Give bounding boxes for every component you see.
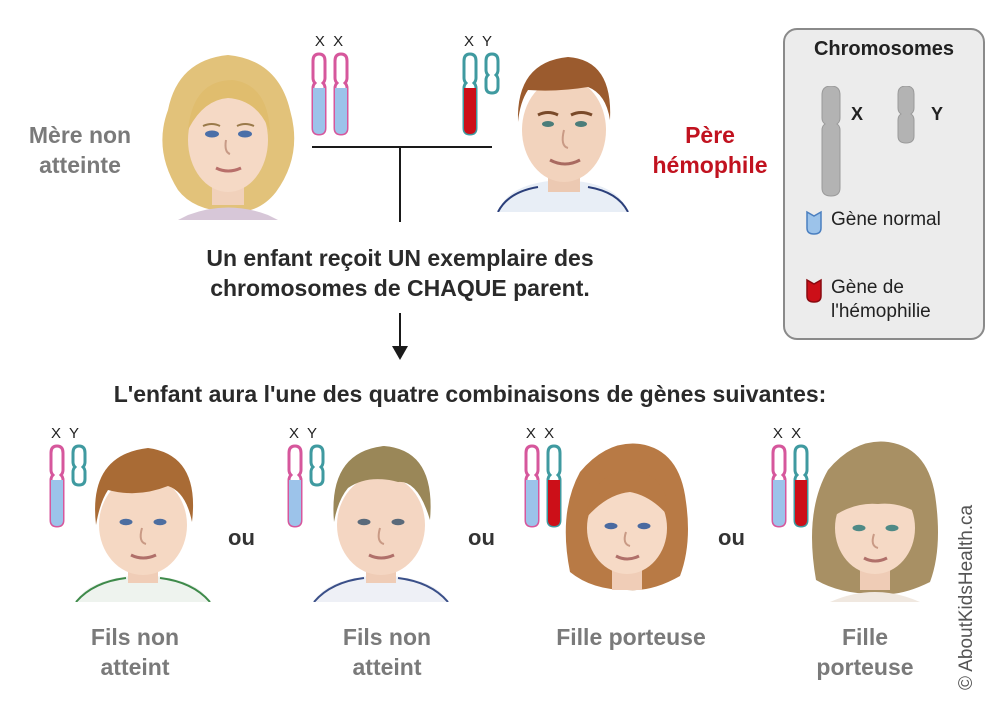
father-chromosome-tag: X Y	[464, 33, 494, 50]
child1-label: Fils non atteint	[90, 624, 180, 680]
father-portrait	[497, 57, 629, 212]
chromosome-legend: Chromosomes X Y Gène normal Gène de l'hé…	[783, 28, 985, 340]
child1-chromosomes	[49, 444, 87, 528]
child2-label: Fils non atteint	[342, 624, 432, 680]
father-chromosomes	[462, 52, 500, 136]
child3-chromosome-tag: X X	[525, 425, 557, 442]
copyright-text: © AboutKidsHealth.ca	[956, 504, 977, 690]
legend-normal-gene-text: Gène normal	[831, 209, 941, 230]
child2-chromosome-tag: X Y	[289, 425, 319, 442]
child3-portrait	[565, 443, 688, 591]
hemophilia-gene-swatch-icon	[806, 278, 822, 303]
separator-or-1: ou	[228, 525, 255, 550]
father-label: Père hémophile	[652, 122, 768, 178]
separator-or-3: ou	[718, 525, 745, 550]
child4-chromosomes	[771, 444, 809, 528]
legend-y-chromosome	[897, 86, 915, 144]
mother-portrait	[162, 55, 295, 220]
combinations-heading: L'enfant aura l'une des quatre combinais…	[113, 381, 827, 407]
child2-portrait	[313, 446, 449, 602]
legend-y-label: Y	[931, 104, 944, 124]
inheritance-text: Un enfant reçoit UN exemplaire des chrom…	[206, 245, 594, 301]
legend-x-chromosome	[821, 86, 841, 197]
legend-title: Chromosomes	[813, 38, 955, 60]
normal-gene-swatch-icon	[806, 210, 822, 235]
child4-portrait	[812, 441, 938, 602]
child4-label: Fille porteuse	[816, 624, 914, 680]
legend-hemophilia-gene-text: Gène de l'hémophilie	[831, 277, 931, 322]
child3-chromosomes	[524, 444, 562, 528]
mother-label: Mère non atteinte	[28, 122, 132, 178]
mother-chromosomes	[311, 52, 349, 136]
legend-x-label: X	[851, 104, 864, 124]
separator-or-2: ou	[468, 525, 495, 550]
child1-portrait	[75, 448, 211, 602]
mother-chromosome-tag: X X	[314, 33, 346, 50]
child4-chromosome-tag: X X	[772, 425, 804, 442]
child2-chromosomes	[287, 444, 325, 528]
child3-label: Fille porteuse	[556, 624, 706, 650]
child1-chromosome-tag: X Y	[51, 425, 81, 442]
